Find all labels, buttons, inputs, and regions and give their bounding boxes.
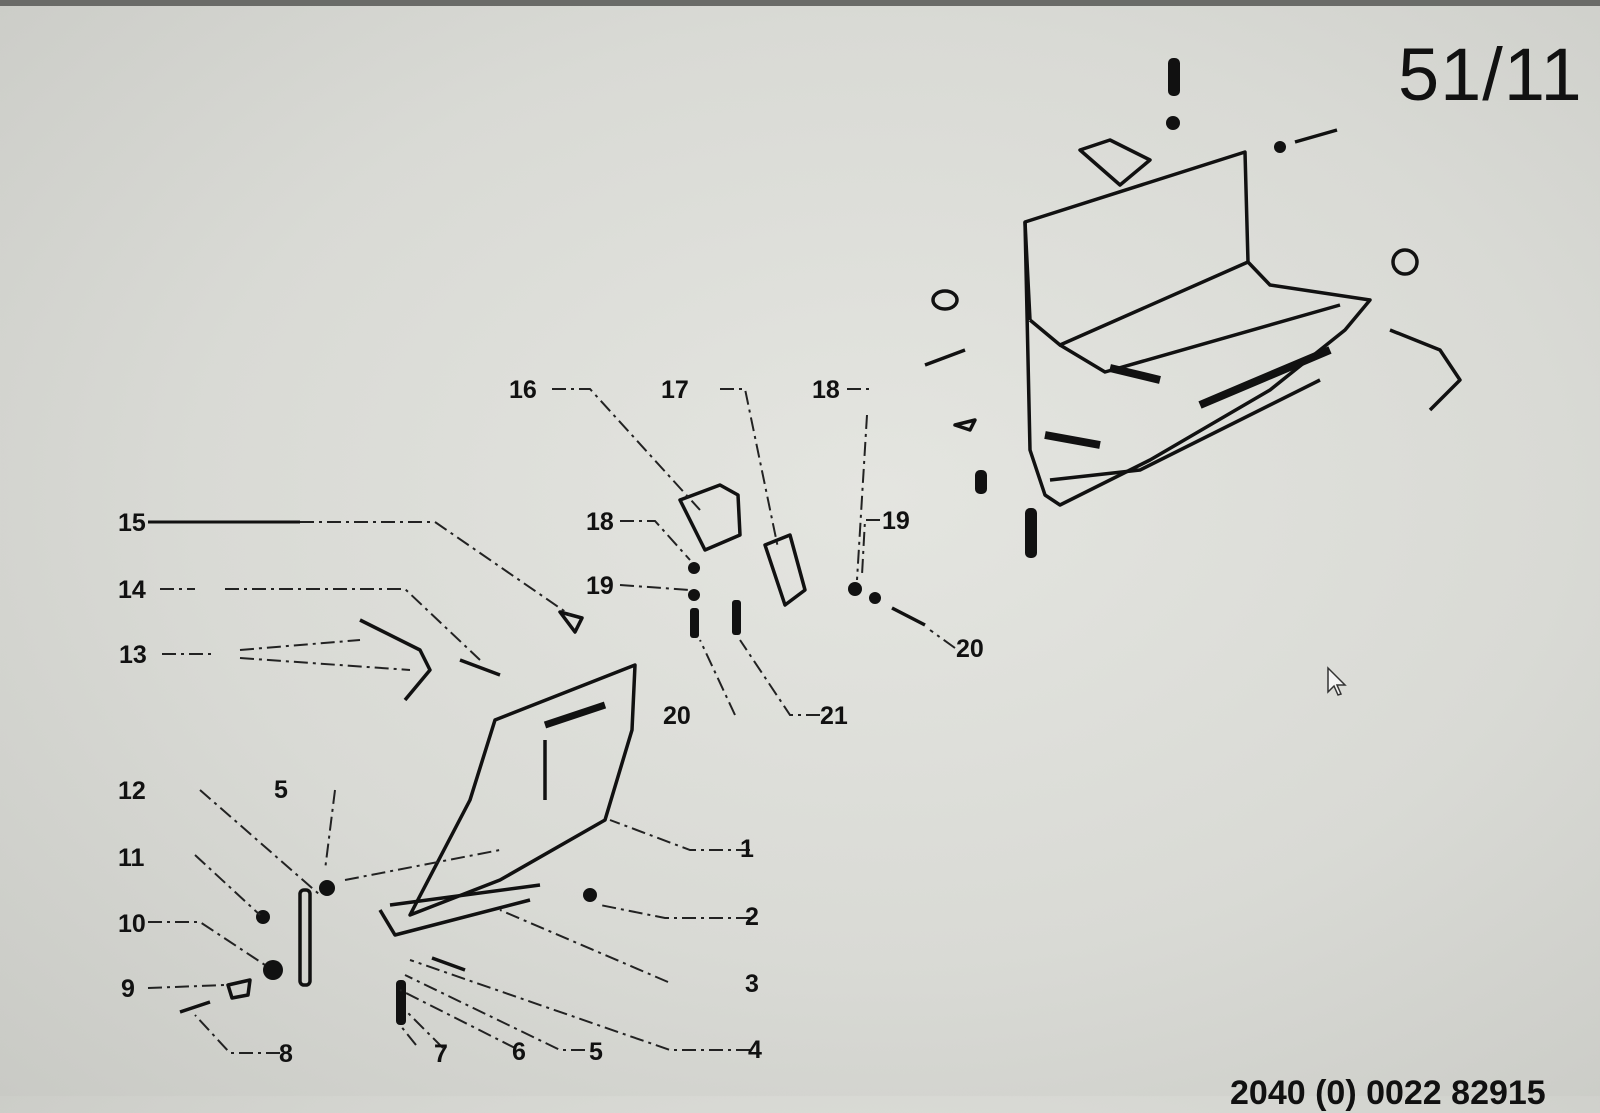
callout-1: 1	[740, 835, 754, 863]
callout-6: 6	[512, 1038, 526, 1066]
callout-9: 9	[121, 975, 135, 1003]
glove-box-assembly	[924, 58, 1462, 558]
mouse-pointer-icon	[1327, 666, 1347, 696]
callout-14: 14	[118, 576, 146, 604]
latch-hardware	[678, 483, 926, 638]
callout-5b: 5	[589, 1038, 603, 1066]
leader-lines	[147, 388, 956, 1054]
callout-3: 3	[745, 970, 759, 998]
callout-labels: 1 2 3 4 5 5 6 7 8 9 10 11 12 13 14 15 16…	[118, 376, 984, 1068]
footer-phone-text: 2040 (0) 0022 82915	[1230, 1074, 1546, 1112]
callout-12: 12	[118, 777, 146, 805]
callout-19a: 19	[882, 507, 910, 535]
callout-18a: 18	[812, 376, 840, 404]
callout-7: 7	[434, 1040, 448, 1068]
callout-15: 15	[118, 509, 146, 537]
callout-18b: 18	[586, 508, 614, 536]
callout-5a: 5	[274, 776, 288, 804]
glove-box-lid-assembly	[179, 610, 637, 1025]
callout-21: 21	[820, 702, 848, 730]
callout-4: 4	[748, 1036, 762, 1064]
callout-10: 10	[118, 910, 146, 938]
callout-20b: 20	[663, 702, 691, 730]
screen-top-bezel	[0, 0, 1600, 6]
callout-17: 17	[661, 376, 689, 404]
callout-19b: 19	[586, 572, 614, 600]
page-number: 51/11	[1398, 33, 1583, 116]
callout-2: 2	[745, 903, 759, 931]
callout-11: 11	[118, 844, 145, 872]
callout-16: 16	[509, 376, 537, 404]
callout-8: 8	[279, 1040, 293, 1068]
callout-13: 13	[119, 641, 147, 669]
callout-20a: 20	[956, 635, 984, 663]
